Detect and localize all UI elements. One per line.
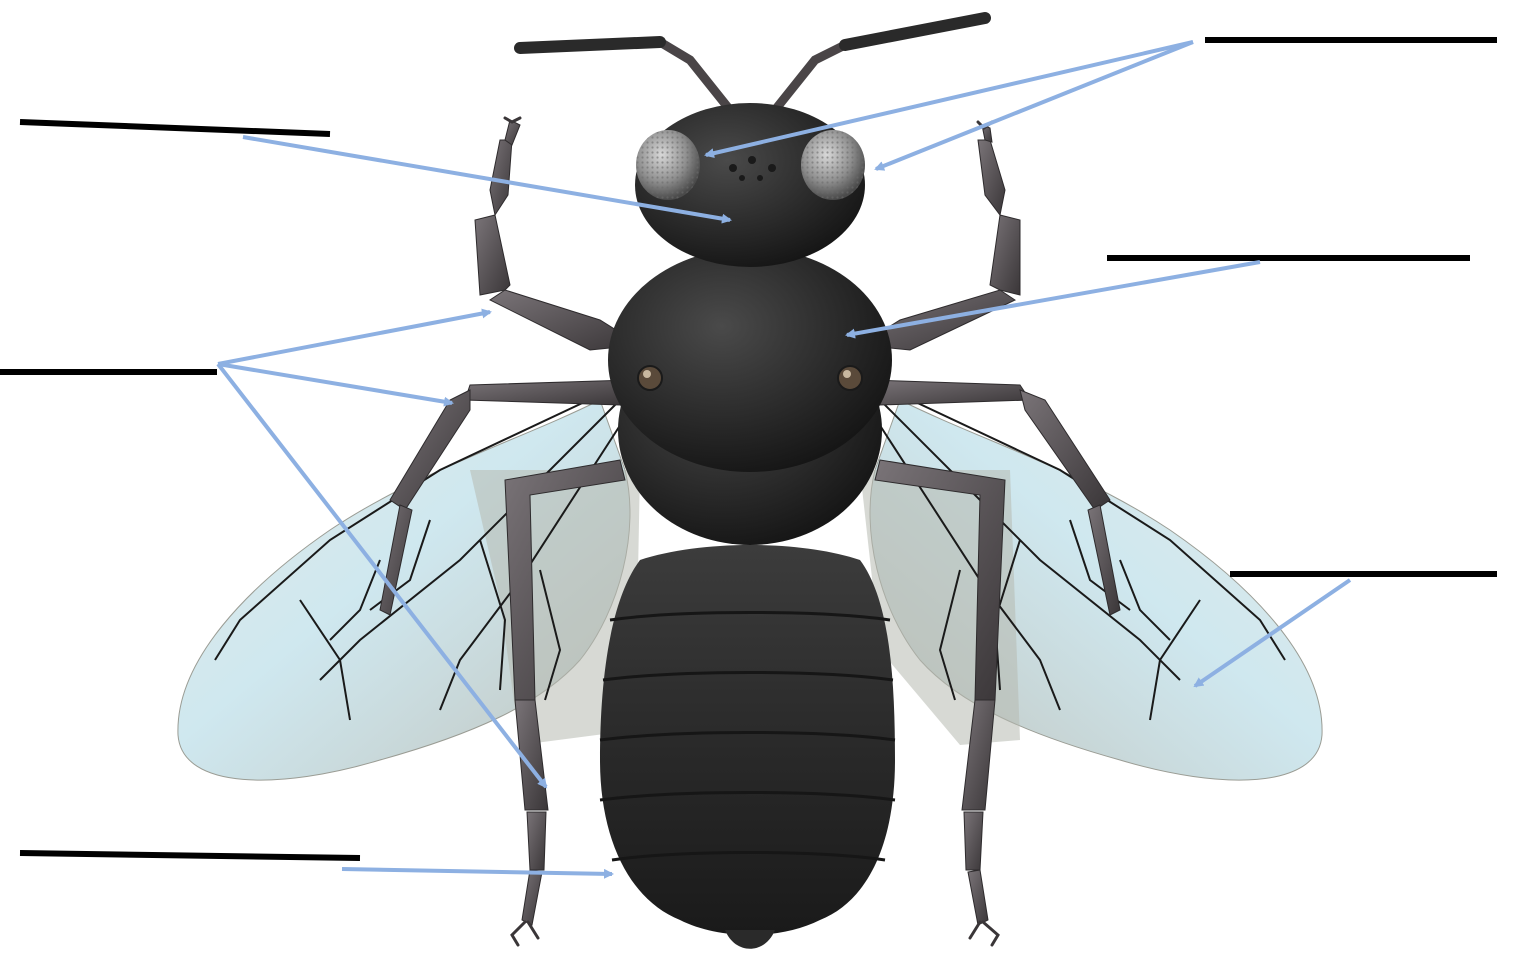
label-line-abdomen [20,853,360,858]
arrow-leg-front [218,312,490,364]
thorax [608,248,892,545]
left-wing [178,390,640,780]
label-line-head [20,122,330,134]
arrow-leg-middle [218,364,452,403]
antennae [520,18,985,110]
right-wing [860,390,1322,780]
arrow-abdomen [342,869,612,874]
abdomen [600,545,895,949]
arrow-thorax [847,262,1260,335]
